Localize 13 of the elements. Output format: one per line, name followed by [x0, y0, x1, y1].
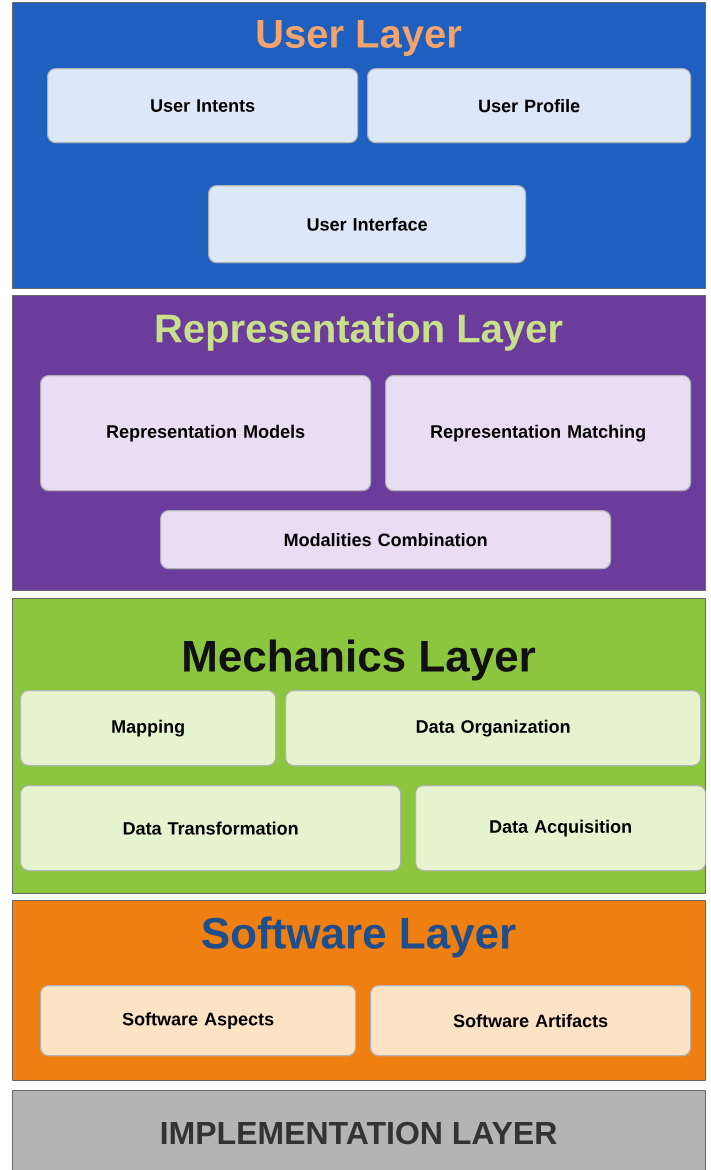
component-box: User Intents [47, 68, 359, 144]
component-box: Software Aspects [40, 985, 357, 1057]
component-box: Representation Matching [385, 375, 692, 492]
layer-band: IMPLEMENTATION LAYER [12, 1090, 706, 1170]
component-box: Data Acquisition [415, 785, 707, 872]
component-box: User Profile [367, 68, 692, 144]
component-box: Representation Models [40, 375, 372, 492]
component-box: Mapping [20, 690, 277, 767]
component-box: Modalities Combination [160, 510, 612, 570]
component-box: Data Transformation [20, 785, 402, 872]
component-box: User Interface [208, 185, 527, 264]
component-box: Software Artifacts [370, 985, 692, 1057]
component-box: Data Organization [285, 690, 702, 767]
